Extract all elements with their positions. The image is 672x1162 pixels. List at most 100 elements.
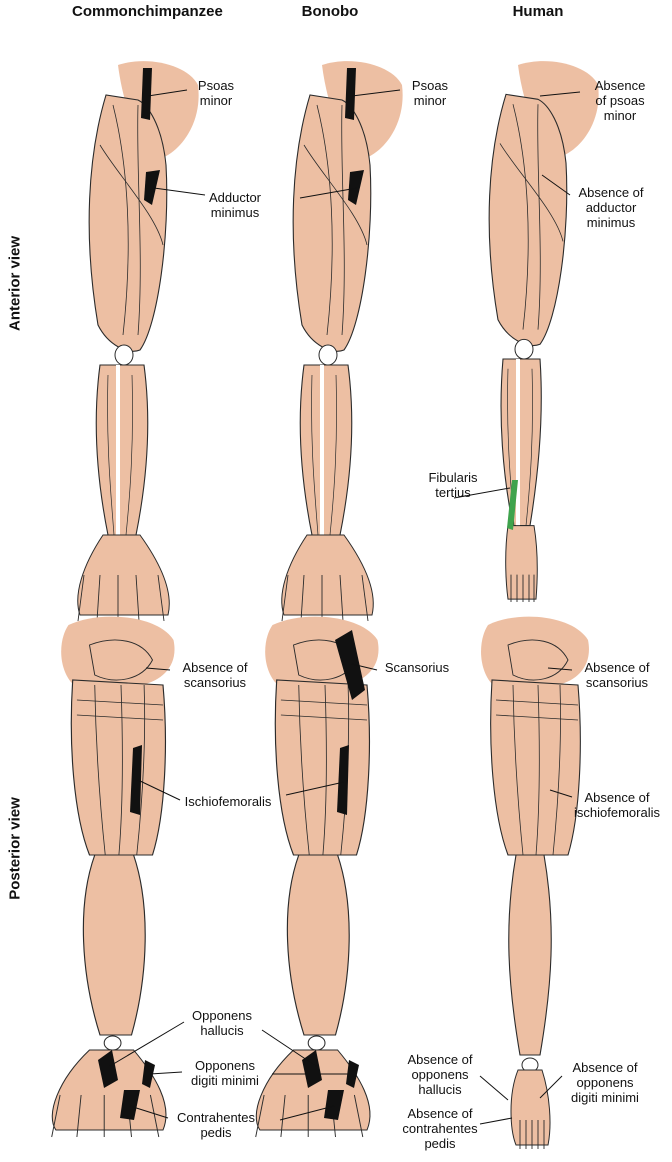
toe-line (361, 574, 369, 622)
lower-leg (95, 364, 149, 536)
leader-line (351, 89, 401, 97)
toe-line (280, 1094, 286, 1138)
toe-line (149, 1094, 160, 1138)
foot (77, 534, 170, 616)
toe-line (135, 574, 140, 622)
leader-line (261, 1029, 317, 1067)
thigh-posterior (70, 679, 166, 856)
thigh-muscle-line (137, 104, 141, 336)
toe-line (96, 574, 101, 622)
hamstring-line (136, 684, 146, 856)
leg-muscle-line (125, 374, 133, 536)
leader-line (279, 1105, 335, 1121)
muscle-line (76, 699, 164, 706)
foot (505, 525, 538, 600)
toe-line (339, 574, 344, 622)
toe-line (300, 574, 305, 622)
bonobo-scansorius-muscle (335, 630, 365, 700)
toe-line (157, 574, 165, 622)
foot-plantar (510, 1069, 551, 1146)
bonobo-adductor-minimus-muscle (348, 170, 364, 205)
thigh-posterior (490, 679, 581, 856)
leader-line (145, 667, 171, 671)
row-title-posterior: Posterior view (6, 797, 24, 900)
hamstring-line (118, 684, 123, 856)
chimp-ischiofemoralis-muscle (130, 745, 142, 815)
leader-line (285, 781, 345, 796)
muscle-line (495, 699, 579, 706)
label-bonobo-scansorius: Scansorius (384, 660, 450, 675)
leader-line (109, 1021, 185, 1067)
thigh-muscle-line (316, 104, 333, 336)
hamstring-line (298, 684, 310, 856)
hamstring-line (535, 684, 540, 856)
hamstring-line (552, 684, 561, 856)
leg-muscle-line (525, 368, 533, 526)
column-title-bonobo: Bonobo (301, 3, 359, 20)
leader-line (137, 779, 181, 801)
gluteus (507, 639, 569, 681)
heel (103, 1035, 122, 1051)
leader-line (129, 1105, 169, 1119)
leader-lines (109, 89, 581, 1125)
thigh-muscle-line (99, 144, 164, 246)
muscle-line (76, 714, 164, 721)
leader-line (453, 487, 511, 499)
label-ischiofemoralis: Ischiofemoralis (184, 794, 272, 809)
thigh-muscle-line (537, 104, 541, 330)
bonobo-psoas-minor-muscle (345, 68, 356, 120)
chimpanzee-anterior-limb (77, 61, 199, 622)
heel (307, 1035, 326, 1051)
patella (318, 344, 338, 366)
hamstring-line (94, 684, 106, 856)
leader-line (299, 187, 358, 199)
lower-leg (299, 364, 353, 536)
thigh-posterior (274, 679, 370, 856)
thigh-muscle-line (303, 144, 368, 246)
leader-line (153, 187, 206, 196)
bonobo-contrahentes-pedis-muscle (324, 1090, 344, 1120)
muscle-line (280, 699, 368, 706)
row-title-anterior: Anterior view (6, 235, 24, 332)
thigh-muscle-line (499, 143, 564, 242)
gluteus (88, 639, 154, 681)
leader-line (149, 1071, 183, 1075)
thigh-muscle-line (112, 104, 129, 336)
chimp-psoas-minor-muscle (141, 68, 152, 120)
calf (82, 854, 146, 1036)
patella (514, 338, 534, 360)
calf (508, 854, 552, 1056)
hamstring-line (512, 684, 524, 856)
leg-muscle-line (107, 374, 115, 536)
column-title-chimpanzee: Commonchimpanzee (72, 3, 223, 20)
leg-muscle-line (311, 374, 319, 536)
patella (114, 344, 134, 366)
calf (286, 854, 350, 1036)
human-fibularis-tertius-muscle (507, 480, 518, 530)
toe-line (51, 1094, 61, 1138)
leader-line (479, 1117, 513, 1125)
toe-line (76, 1094, 82, 1138)
chimp-contrahentes-pedis-muscle (120, 1090, 140, 1120)
bonobo-ischiofemoralis-muscle (337, 745, 349, 815)
hamstring-line (322, 684, 327, 856)
human-anterior-limb (488, 61, 599, 603)
leader-line (147, 89, 188, 97)
leader-line (539, 1075, 563, 1099)
leader-line (549, 789, 573, 798)
leader-line (547, 667, 573, 671)
toe-line (281, 574, 289, 622)
muscle-line (495, 714, 579, 721)
chimp-opponens-hallucis-muscle (98, 1050, 118, 1088)
column-title-human: Human (512, 3, 564, 20)
